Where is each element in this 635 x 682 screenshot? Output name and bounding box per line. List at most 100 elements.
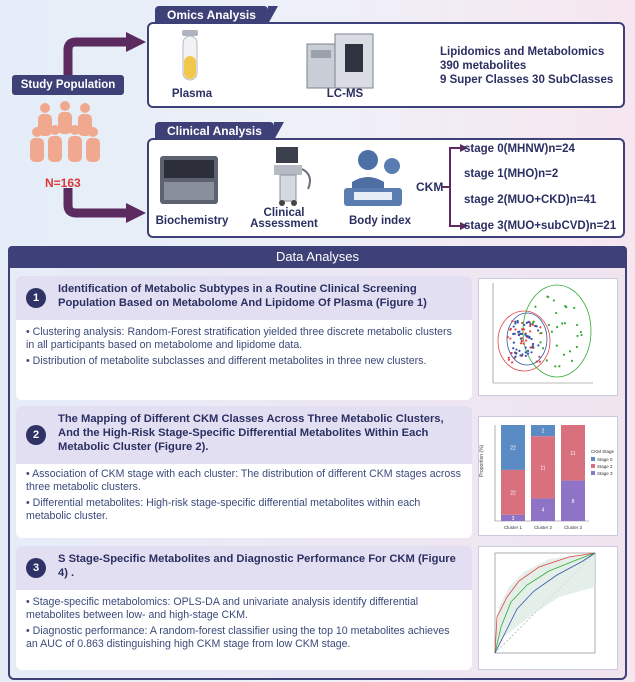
clinical-header: Clinical Analysis bbox=[155, 122, 284, 140]
scatter-point bbox=[579, 330, 582, 334]
omics-summary: Lipidomics and Metabolomics 390 metaboli… bbox=[440, 45, 613, 87]
bar-value-label: 8 bbox=[572, 499, 575, 505]
section-number: 3 bbox=[26, 558, 46, 578]
scatter-point bbox=[568, 350, 572, 353]
scatter-point bbox=[519, 342, 523, 345]
bar-value-label: 2 bbox=[542, 429, 545, 435]
scatter-point bbox=[511, 361, 514, 364]
analysis-section-3: 3 S Stage-Specific Metabolites and Diagno… bbox=[16, 546, 472, 670]
bar-value-label: 11 bbox=[570, 451, 575, 457]
body-index-label: Body index bbox=[349, 215, 411, 227]
population-count: N=163 bbox=[45, 176, 81, 190]
scatter-point bbox=[527, 320, 530, 323]
scatter-point bbox=[531, 323, 534, 326]
ckm-bracket bbox=[442, 144, 468, 230]
bar-segment bbox=[501, 469, 525, 515]
scatter-point bbox=[562, 353, 566, 356]
plasma-tube-icon bbox=[182, 30, 198, 81]
scatter-point bbox=[556, 325, 559, 329]
section-bullet: • Diagnostic performance: A random-fores… bbox=[26, 625, 450, 650]
figure-4-roc-thumbnail bbox=[478, 546, 618, 670]
scatter-point bbox=[542, 347, 545, 350]
biochemistry-label: Biochemistry bbox=[155, 215, 229, 227]
scatter-point bbox=[536, 329, 540, 332]
scatter-point bbox=[575, 323, 579, 327]
scatter-point bbox=[512, 347, 515, 350]
ckm-stage: stage 1(MHO)n=2 bbox=[464, 168, 559, 180]
scatter-point bbox=[521, 328, 525, 331]
scatter-point bbox=[530, 337, 533, 341]
bar-segment bbox=[501, 514, 525, 521]
omics-panel bbox=[147, 22, 625, 108]
legend-label: Stage 0 bbox=[597, 457, 613, 462]
ckm-label: CKM bbox=[416, 180, 444, 194]
scatter-point bbox=[545, 359, 548, 362]
scatter-point bbox=[519, 354, 522, 357]
scatter-point bbox=[524, 354, 527, 357]
scatter-point bbox=[531, 342, 535, 346]
omics-summary-line: Lipidomics and Metabolomics bbox=[440, 46, 605, 58]
scatter-point bbox=[524, 351, 527, 354]
scatter-point bbox=[511, 320, 514, 323]
bar-segment bbox=[561, 480, 585, 521]
ckm-stage: stage 2(MUO+CKD)n=41 bbox=[464, 194, 597, 206]
omics-summary-line: 9 Super Classes 30 SubClasses bbox=[440, 74, 614, 86]
scatter-point bbox=[534, 324, 537, 328]
scatter-point bbox=[514, 320, 517, 323]
scatter-point bbox=[512, 341, 515, 344]
scatter-point bbox=[558, 365, 561, 368]
scatter-point bbox=[539, 341, 542, 344]
scatter-point bbox=[529, 346, 532, 349]
scatter-point bbox=[524, 333, 527, 336]
scatter-point bbox=[552, 299, 555, 302]
scatter-point bbox=[575, 345, 578, 349]
scatter-point bbox=[526, 349, 530, 353]
scatter-point bbox=[525, 339, 528, 342]
bar-segment bbox=[531, 436, 555, 499]
scatter-point bbox=[531, 321, 534, 325]
scatter-point bbox=[554, 365, 557, 368]
ckm-stage: stage 3(MUO+subCVD)n=21 bbox=[464, 220, 617, 232]
legend-label: Stage 3 bbox=[597, 471, 613, 476]
scatter-point bbox=[555, 344, 558, 347]
bar-value-label: 3 bbox=[512, 516, 515, 522]
bar-value-label: 22 bbox=[510, 445, 516, 451]
scatter-point bbox=[506, 336, 509, 339]
section-title: S Stage-Specific Metabolites and Diagnos… bbox=[58, 553, 456, 579]
legend-swatch bbox=[591, 464, 595, 468]
scatter-point bbox=[563, 322, 567, 325]
scatter-point bbox=[537, 344, 540, 347]
section-bullet: • Differential metabolites: High-risk st… bbox=[26, 497, 421, 522]
bar-segment bbox=[561, 425, 585, 481]
legend-swatch bbox=[591, 457, 595, 461]
section-bullet: • Association of CKM stage with each clu… bbox=[26, 468, 461, 493]
scatter-point bbox=[515, 348, 518, 351]
scatter-point bbox=[526, 335, 529, 338]
x-tick-label: Cluster 3 bbox=[564, 525, 583, 530]
lcms-label: LC-MS bbox=[326, 88, 364, 100]
scatter-point bbox=[529, 323, 532, 326]
scatter-point bbox=[515, 352, 518, 355]
scatter-point bbox=[528, 336, 531, 339]
scatter-point bbox=[529, 324, 532, 328]
flow-arrows bbox=[63, 32, 146, 223]
legend-title: CKM Stage bbox=[591, 449, 615, 454]
scatter-point bbox=[509, 337, 512, 340]
clinical-assessment-label: Clinical Assessment bbox=[250, 207, 318, 230]
scatter-point bbox=[547, 295, 550, 299]
scatter-point bbox=[521, 353, 524, 356]
scatter-point bbox=[538, 360, 541, 363]
scatter-point bbox=[521, 321, 524, 325]
scatter-point bbox=[524, 346, 527, 349]
scatter-point bbox=[565, 306, 568, 309]
scatter-point bbox=[509, 327, 512, 330]
scatter-point bbox=[538, 355, 541, 358]
roc-curve-plot bbox=[494, 552, 596, 654]
section-bullet: • Clustering analysis: Random-Forest str… bbox=[26, 326, 452, 351]
section-title: The Mapping of Different CKM Classes Acr… bbox=[58, 413, 444, 453]
section-title: Identification of Metabolic Subtypes in … bbox=[58, 283, 427, 309]
scatter-point bbox=[520, 339, 523, 342]
section-bullet: • Stage-specific metabolomics: OPLS-DA a… bbox=[26, 596, 419, 621]
